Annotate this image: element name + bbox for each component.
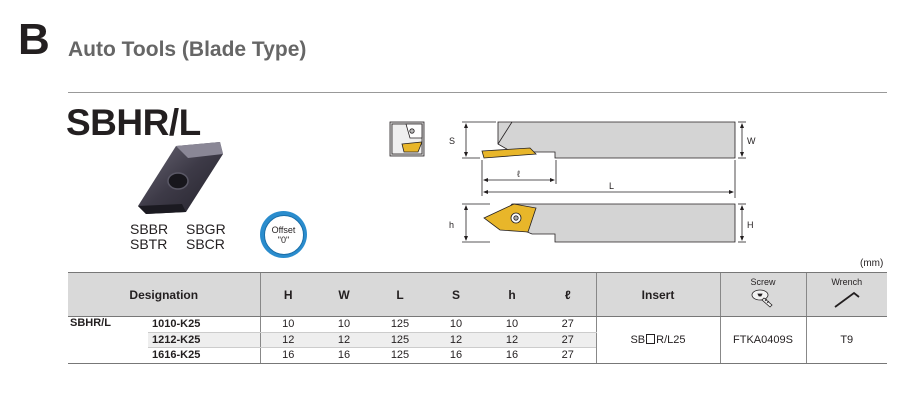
designation-code: 1616-K25 bbox=[148, 347, 260, 364]
section-title: Auto Tools (Blade Type) bbox=[68, 38, 307, 61]
cell-l: 27 bbox=[540, 316, 596, 333]
insert-code: SBBR bbox=[130, 221, 169, 237]
insert-code-list: SBBR SBGR SBTR SBCR bbox=[130, 222, 234, 252]
cell-W: 16 bbox=[316, 347, 372, 364]
cell-L: 125 bbox=[372, 332, 428, 349]
cell-H: 16 bbox=[259, 347, 316, 364]
col-header-insert: Insert bbox=[595, 272, 720, 317]
designation-code: 1010-K25 bbox=[148, 316, 260, 333]
cell-l: 27 bbox=[540, 332, 596, 349]
dimension-label-h-small: h bbox=[449, 220, 454, 230]
cell-S: 16 bbox=[428, 347, 484, 364]
insert-prefix: SB bbox=[630, 333, 646, 346]
dimension-label-l-big: L bbox=[609, 181, 614, 191]
insert-code: SBGR bbox=[186, 221, 226, 237]
col-header-S: S bbox=[428, 272, 484, 317]
table-row: SBHR/L 1010-K25 10 10 125 10 10 27 SB R/L… bbox=[68, 316, 887, 364]
col-header-wrench: Wrench bbox=[805, 272, 887, 317]
insert-photo bbox=[138, 142, 223, 214]
cell-h: 10 bbox=[484, 316, 540, 333]
wrench-icon bbox=[834, 291, 860, 308]
header-divider bbox=[68, 92, 887, 93]
cell-S: 10 bbox=[428, 316, 484, 333]
dimension-label-w: W bbox=[747, 136, 756, 146]
cell-H: 12 bbox=[259, 332, 316, 349]
table-row: 1212-K25 12 12 125 12 12 27 bbox=[68, 332, 887, 349]
spec-table: Designation H W L S h ℓ Insert Screw bbox=[68, 272, 887, 364]
table-row: 1616-K25 16 16 125 16 16 27 bbox=[68, 347, 887, 364]
table-header-row: Designation H W L S h ℓ Insert Screw bbox=[68, 272, 887, 317]
col-header-l: ℓ bbox=[540, 272, 596, 317]
offset-label: Offset bbox=[271, 224, 296, 235]
cell-W: 10 bbox=[316, 316, 372, 333]
offset-value: "0" bbox=[277, 234, 290, 245]
cell-L: 125 bbox=[372, 316, 428, 333]
cell-h: 12 bbox=[484, 332, 540, 349]
col-header-h: h bbox=[484, 272, 540, 317]
insert-suffix: R/L25 bbox=[656, 333, 686, 346]
unit-note: (mm) bbox=[860, 258, 884, 269]
product-name: SBHR/L bbox=[66, 102, 201, 143]
dimension-label-l-small: ℓ bbox=[517, 169, 521, 179]
designation-code: 1212-K25 bbox=[148, 332, 260, 349]
cell-H: 10 bbox=[259, 316, 316, 333]
insert-code-cell: SB R/L25 bbox=[595, 316, 720, 364]
tool-dimension-drawing: S W ℓ L h H bbox=[389, 121, 756, 243]
offset-badge: Offset "0" bbox=[260, 211, 307, 258]
insert-code: SBTR bbox=[130, 236, 168, 252]
screw-icon bbox=[751, 289, 773, 308]
cell-h: 16 bbox=[484, 347, 540, 364]
cell-L: 125 bbox=[372, 347, 428, 364]
wrench-code: T9 bbox=[805, 316, 887, 364]
section-letter: B bbox=[18, 15, 50, 64]
col-header-screw: Screw bbox=[719, 272, 806, 317]
cell-S: 12 bbox=[428, 332, 484, 349]
dimension-label-h-big: H bbox=[747, 220, 754, 230]
screw-code: FTKA0409S bbox=[719, 316, 806, 364]
placeholder-box-icon bbox=[646, 333, 656, 344]
dimension-label-s: S bbox=[449, 136, 455, 146]
series-name: SBHR/L bbox=[68, 316, 148, 364]
col-header-L: L bbox=[372, 272, 428, 317]
cell-l: 27 bbox=[540, 347, 596, 364]
insert-code: SBCR bbox=[186, 236, 225, 252]
col-header-H: H bbox=[259, 272, 316, 317]
wrench-label: Wrench bbox=[831, 277, 863, 287]
col-header-W: W bbox=[316, 272, 372, 317]
col-header-designation: Designation bbox=[68, 272, 260, 317]
cell-W: 12 bbox=[316, 332, 372, 349]
screw-label: Screw bbox=[750, 277, 776, 287]
